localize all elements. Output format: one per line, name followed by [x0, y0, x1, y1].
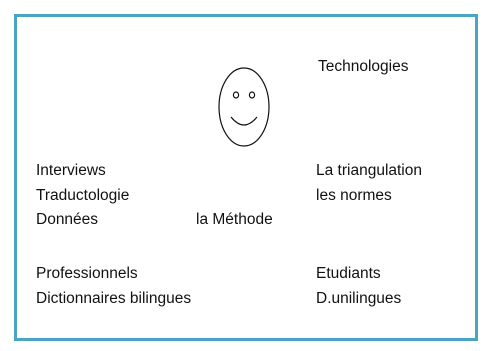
label-la-methode: la Méthode — [196, 211, 273, 228]
smiley-face-icon — [218, 67, 270, 147]
label-les-normes: les normes — [316, 187, 392, 204]
label-la-triangulation: La triangulation — [316, 162, 422, 179]
label-technologies: Technologies — [318, 58, 409, 75]
label-interviews: Interviews — [36, 162, 106, 179]
label-professionnels: Professionnels — [36, 265, 138, 282]
label-etudiants: Etudiants — [316, 265, 381, 282]
label-d-unilingues: D.unilingues — [316, 290, 402, 307]
label-dictionnaires-bilingues: Dictionnaires bilingues — [36, 290, 192, 307]
label-donnees: Données — [36, 211, 99, 228]
label-traductologie: Traductologie — [36, 187, 130, 204]
